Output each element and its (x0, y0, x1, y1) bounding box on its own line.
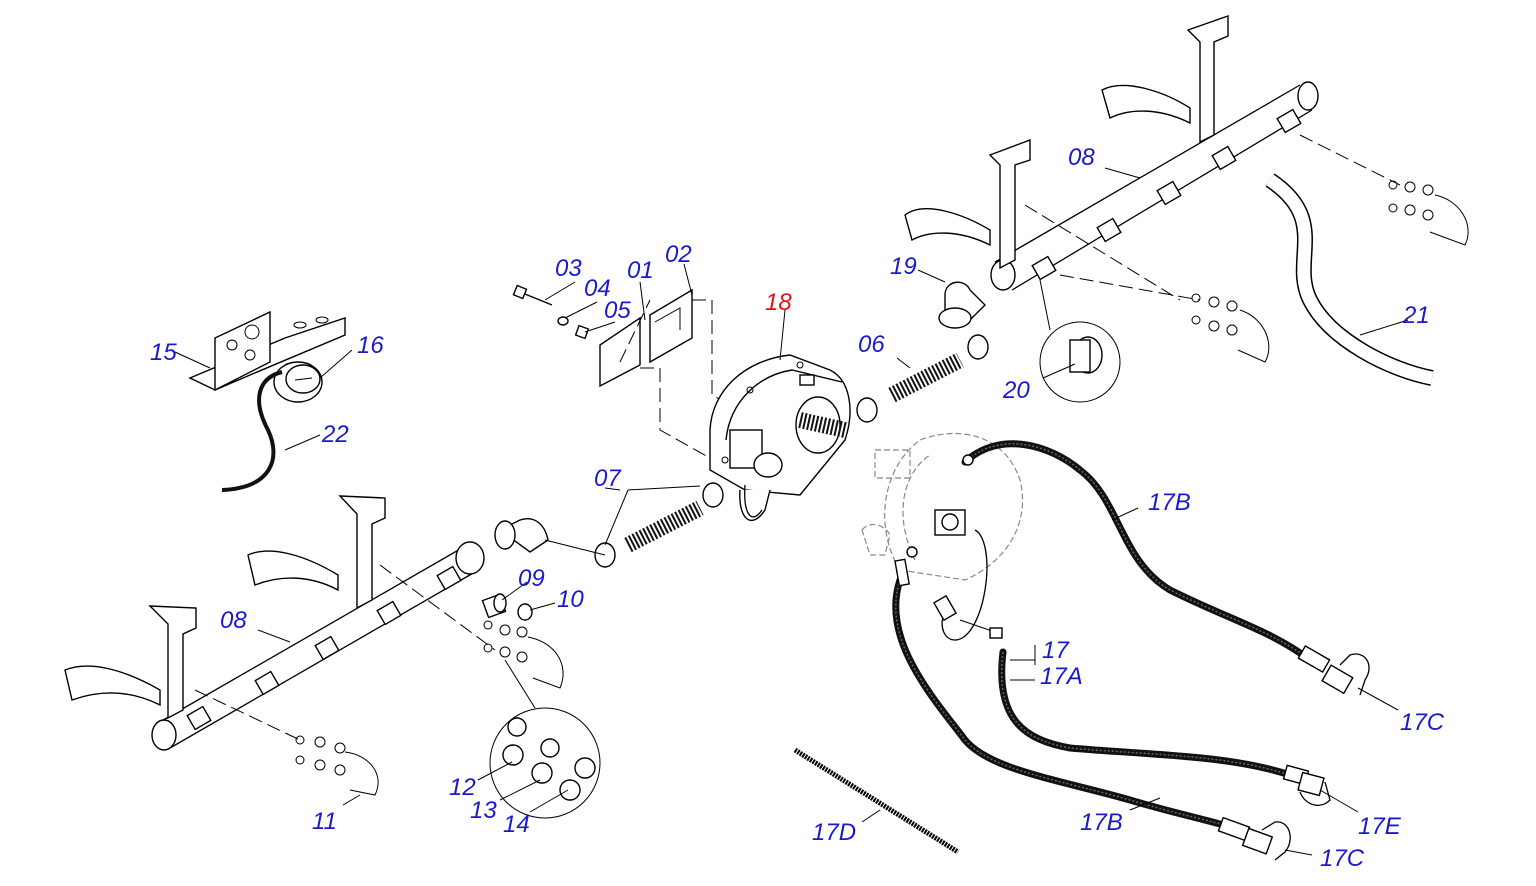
label-11: 11 (312, 808, 337, 835)
label-17d: 17D (812, 819, 856, 846)
label-01: 01 (627, 257, 654, 284)
label-22: 22 (321, 421, 349, 448)
nozzle-row-right (1031, 108, 1302, 281)
label-06: 06 (858, 331, 885, 358)
strip-17d (793, 747, 960, 855)
label-17c-lower: 17C (1320, 845, 1365, 872)
hydraulic-motor-17 (861, 432, 1024, 641)
label-17b-lower: 17B (1080, 809, 1123, 836)
label-13: 13 (470, 797, 497, 824)
clamp-10 (517, 603, 533, 621)
elbow-19 (938, 281, 986, 329)
coupler-17c-lower (1217, 816, 1291, 861)
coupler-17c-upper (1297, 644, 1370, 696)
gauge-16 (273, 361, 323, 403)
nozzle-row-left (186, 565, 462, 731)
manifold-08-right (904, 15, 1319, 291)
label-20: 20 (1002, 377, 1030, 404)
hose-06 (888, 352, 964, 403)
label-14: 14 (503, 811, 530, 838)
label-21: 21 (1402, 302, 1430, 329)
label-17: 17 (1042, 637, 1070, 664)
plate-01 (599, 316, 641, 388)
cable-22 (221, 370, 283, 492)
blower-housing-18 (709, 354, 851, 522)
label-08-right: 08 (1068, 144, 1095, 171)
clamp-07-right (702, 482, 724, 508)
bolt-03 (512, 284, 553, 306)
label-16: 16 (357, 332, 384, 359)
label-15: 15 (150, 339, 177, 366)
label-19: 19 (890, 253, 917, 280)
label-07: 07 (594, 465, 622, 492)
detail-circle-12-14 (489, 659, 601, 819)
label-12: 12 (449, 774, 476, 801)
label-17b-upper: 17B (1148, 489, 1191, 516)
fitting-stack-right (1191, 180, 1469, 363)
nut-05 (574, 324, 590, 340)
detail-circle-20 (1039, 279, 1121, 403)
label-08-left: 08 (220, 607, 247, 634)
label-17c-upper: 17C (1400, 709, 1445, 736)
washer-04 (557, 316, 569, 326)
coupler-17e (1282, 764, 1331, 806)
label-09: 09 (518, 565, 545, 592)
label-03: 03 (555, 255, 582, 282)
label-02: 02 (665, 241, 692, 268)
label-05: 05 (604, 297, 631, 324)
clamp-06-left (856, 397, 878, 423)
label-10: 10 (557, 586, 584, 613)
manifold-08-left (64, 495, 485, 751)
bracket-assembly-15 (188, 310, 346, 392)
label-04: 04 (584, 275, 611, 302)
callout-labels: 01 02 03 04 05 06 07 08 08 09 10 11 12 1… (150, 144, 1445, 872)
cap-09 (481, 593, 507, 619)
plate-02 (649, 288, 693, 364)
elbow-left (494, 518, 549, 553)
label-18: 18 (765, 289, 792, 316)
label-17a: 17A (1040, 663, 1083, 690)
hose-17b-upper (961, 440, 1314, 664)
fitting-stack-left (295, 620, 564, 796)
leader-lines (174, 167, 1409, 856)
label-17e: 17E (1358, 813, 1402, 840)
hose-07 (624, 500, 704, 553)
clamp-06-right (967, 334, 989, 360)
